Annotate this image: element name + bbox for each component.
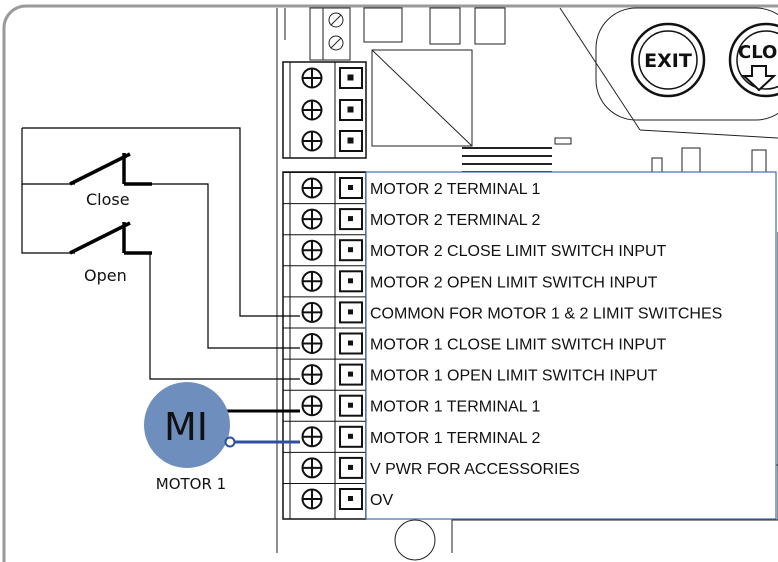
- motor-caption: MOTOR 1: [156, 475, 226, 493]
- motor-circle: [144, 382, 230, 468]
- panel-buttons: EXIT CLO: [630, 22, 778, 98]
- terminal-label: MOTOR 2 CLOSE LIMIT SWITCH INPUT: [370, 243, 667, 260]
- terminal-label: V PWR FOR ACCESSORIES: [370, 461, 580, 478]
- terminal-screw-row: [283, 234, 366, 262]
- terminal-screw-row: [283, 483, 366, 510]
- upper-terminal-block: [282, 61, 367, 159]
- exit-button-label: EXIT: [644, 50, 692, 72]
- motor-symbol: MI: [164, 405, 208, 449]
- terminal-label: MOTOR 2 TERMINAL 1: [370, 181, 541, 198]
- down-arrow-icon: [741, 65, 777, 92]
- terminal-label: MOTOR 1 OPEN LIMIT SWITCH INPUT: [370, 368, 658, 385]
- motor: MI MOTOR 1: [144, 382, 300, 493]
- open-switch-icon: [69, 221, 152, 255]
- terminal-label: MOTOR 1 TERMINAL 1: [370, 399, 541, 416]
- terminal-screw-row: [283, 327, 366, 355]
- close-switch-icon: [69, 152, 152, 186]
- terminal-screw-row: [283, 420, 366, 448]
- open-switch-label: Open: [84, 266, 127, 285]
- terminal-labels: MOTOR 2 TERMINAL 1 MOTOR 2 TERMINAL 2 MOTO…: [370, 181, 722, 509]
- terminal-label: MOTOR 2 TERMINAL 2: [370, 212, 541, 229]
- terminal-screw-row: [283, 358, 366, 386]
- terminal-screw-row: [283, 203, 366, 231]
- diagram-frame: [2, 4, 778, 562]
- terminal-label: MOTOR 1 TERMINAL 2: [370, 430, 541, 447]
- close-switch-label: Close: [86, 190, 130, 209]
- screw-icon: [301, 67, 363, 89]
- terminal-rows: [283, 172, 366, 510]
- terminal-screw-row: [283, 172, 366, 199]
- terminal-label: MOTOR 2 OPEN LIMIT SWITCH INPUT: [370, 274, 658, 291]
- screw-icon: [301, 130, 363, 152]
- terminal-screw-row: [283, 265, 366, 293]
- terminal-label: OV: [370, 492, 393, 509]
- terminal-screw-row: [283, 296, 366, 324]
- terminal-label: COMMON FOR MOTOR 1 & 2 LIMIT SWITCHES: [370, 305, 722, 322]
- screw-icon: [301, 99, 363, 121]
- close-button-label: CLO: [738, 42, 777, 63]
- exit-button: [630, 22, 706, 98]
- terminal-screw-row: [283, 389, 366, 417]
- terminal-screw-row: [283, 451, 366, 479]
- terminal-label: MOTOR 1 CLOSE LIMIT SWITCH INPUT: [370, 337, 667, 354]
- terminal-label-panel: [365, 171, 777, 520]
- limit-switch-wiring: [21, 127, 300, 380]
